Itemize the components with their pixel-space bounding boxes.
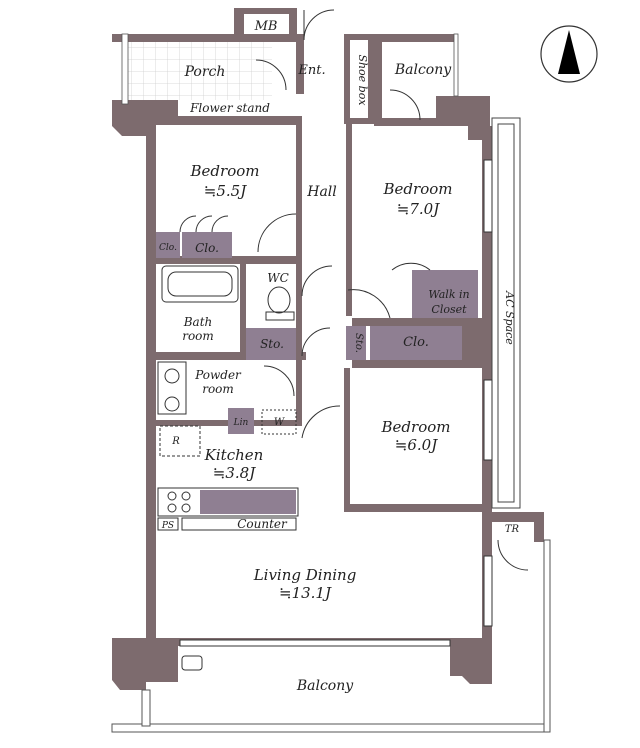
walk-in-label: Walk in [428, 288, 469, 301]
closets [156, 232, 478, 514]
kitchen-label: Kitchen [204, 446, 264, 464]
tr-label: TR [505, 524, 520, 535]
porch-label: Porch [184, 64, 226, 80]
closet1-label: Clo. [195, 241, 219, 255]
bedroom1-size: ≒5.5J [204, 182, 247, 200]
bedroom1-label: Bedroom [190, 162, 260, 180]
ps-label: PS [161, 521, 174, 531]
refrigerator-label: R [171, 436, 180, 447]
hall-label: Hall [306, 184, 337, 200]
balcony-bottom-label: Balcony [296, 678, 354, 694]
fixtures [157, 159, 493, 671]
closet-small-label: Clo. [159, 243, 177, 253]
bedroom3-size: ≒6.0J [395, 436, 438, 454]
closet2-label: Clo. [403, 335, 429, 350]
kitchen-size: ≒3.8J [213, 464, 256, 482]
counter-label: Counter [237, 517, 288, 531]
ac-space-label: AC Space [503, 290, 516, 345]
washer-label: W [274, 417, 285, 428]
bath-label: Bath [183, 315, 213, 329]
balcony-top-label: Balcony [394, 62, 452, 78]
mb-label: MB [254, 19, 278, 34]
north-arrow-icon [540, 25, 598, 83]
doors [179, 9, 529, 571]
linen-label: Lin [233, 418, 249, 428]
living-dining-size: ≒13.1J [279, 584, 332, 602]
walls [111, 33, 551, 733]
living-dining-label: Living Dining [253, 566, 357, 584]
bedroom3-label: Bedroom [381, 418, 451, 436]
storage1-label: Sto. [260, 337, 284, 351]
wc-label: WC [267, 271, 289, 285]
flower-stand-label: Flower stand [189, 101, 270, 115]
storage2-label: Sto. [353, 333, 364, 353]
bedroom2-label: Bedroom [383, 180, 453, 198]
shoe-box-label: Shoe box [356, 54, 369, 106]
walk-in-closet-label: Closet [431, 303, 467, 316]
bath-room-label: room [182, 329, 214, 343]
powder-room-label: room [202, 382, 234, 396]
powder-label: Powder [194, 368, 242, 382]
entrance-label: Ent. [297, 63, 325, 78]
porch-floor [126, 42, 272, 100]
bedroom2-size: ≒7.0J [397, 200, 440, 218]
